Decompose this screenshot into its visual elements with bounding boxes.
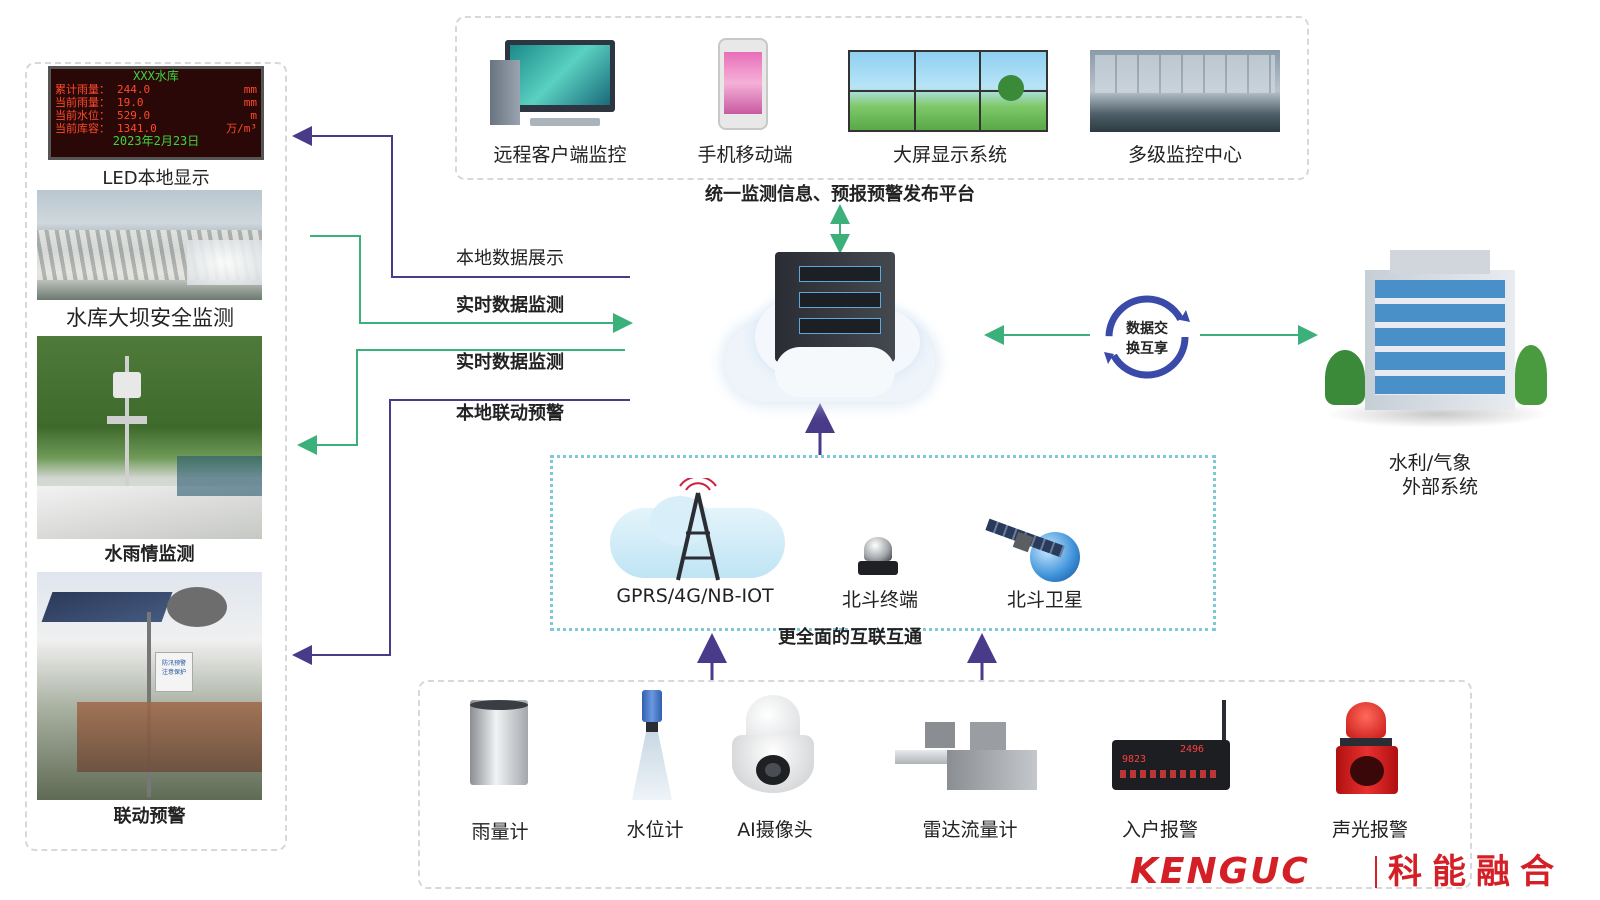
led-row-value: 19.0 <box>117 96 144 109</box>
cell-tower-image <box>610 478 790 588</box>
arrow-linkage-warning <box>292 399 630 665</box>
desktop-monitor-image <box>490 40 630 130</box>
arrow-rain-monitor <box>297 349 625 455</box>
flow-label-local-display: 本地数据展示 <box>456 248 564 269</box>
tower-icon <box>676 478 720 581</box>
top-item-bigscreen-label: 大屏显示系统 <box>892 144 1007 166</box>
device-sound-light-alarm-label: 声光报警 <box>1331 819 1408 841</box>
household-alarm-image: 9823 2496 <box>1112 700 1237 790</box>
flow-label-linkage: 本地联动预警 <box>456 403 564 424</box>
radar-flow-meter-image <box>895 722 1040 792</box>
data-exchange-icon: 数据交 换互享 <box>1100 290 1194 384</box>
server-icon <box>775 252 895 362</box>
brand-divider <box>1375 856 1377 888</box>
device-radar-flow-label: 雷达流量计 <box>922 819 1018 841</box>
led-row-unit: 万/m³ <box>226 122 257 135</box>
led-row-label: 当前水位： <box>55 109 110 122</box>
exchange-cycle-icon <box>1104 295 1190 379</box>
exchange-text-2: 换互享 <box>1126 341 1168 357</box>
devices-panel <box>418 680 1472 889</box>
rain-gauge-image <box>470 700 528 785</box>
led-row: 当前库容： 1341.0 万/m³ <box>51 122 261 135</box>
led-date: 2023年2月23日 <box>112 134 200 148</box>
network-panel <box>550 455 1216 631</box>
warning-sign-line-1: 防汛预警 <box>161 660 186 667</box>
flow-label-realtime-1: 实时数据监测 <box>456 295 564 316</box>
device-rain-gauge-label: 雨量计 <box>471 821 529 843</box>
network-item-gprs-label: GPRS/4G/NB-IOT <box>616 585 774 607</box>
building-image <box>1325 250 1550 430</box>
warning-sign: 防汛预警 注意保护 <box>155 652 193 692</box>
network-item-beidou-terminal-label: 北斗终端 <box>841 589 918 611</box>
left-item-led-label: LED本地显示 <box>102 168 210 189</box>
control-center-image <box>1090 50 1280 132</box>
led-row: 累计雨量： 244.0 mm <box>51 83 261 96</box>
arrow-local-display <box>292 126 630 278</box>
alarm-left-value: 9823 <box>1122 754 1147 765</box>
device-ai-camera-label: AI摄像头 <box>737 819 813 841</box>
flow-label-realtime-2: 实时数据监测 <box>456 352 564 373</box>
exchange-text-1: 数据交 <box>1126 321 1168 337</box>
external-system-line-1: 水利/气象 <box>1388 452 1472 474</box>
led-row: 当前雨量： 19.0 mm <box>51 96 261 109</box>
top-item-center-label: 多级监控中心 <box>1127 144 1242 166</box>
led-display: XXX水库 累计雨量： 244.0 mm 当前雨量： 19.0 mm 当前水位： 529.0 m… <box>48 66 264 160</box>
led-title: XXX水库 <box>133 69 179 83</box>
network-item-satellite-label: 北斗卫星 <box>1006 589 1083 611</box>
led-row-unit: mm <box>243 96 257 109</box>
video-wall-image <box>848 50 1048 132</box>
network-caption: 更全面的互联互通 <box>778 627 922 648</box>
led-row-unit: mm <box>243 83 257 96</box>
device-household-alarm-label: 入户报警 <box>1121 819 1198 841</box>
led-row-label: 累计雨量： <box>55 83 110 96</box>
top-item-remote-label: 远程客户端监控 <box>493 144 627 166</box>
led-row-value: 244.0 <box>117 83 151 96</box>
rain-station-photo <box>37 336 262 539</box>
led-row: 当前水位： 529.0 m <box>51 109 261 122</box>
arrow-dam-monitor <box>310 235 633 333</box>
left-panel <box>25 62 287 851</box>
led-rows: 累计雨量： 244.0 mm 当前雨量： 19.0 mm 当前水位： 529.0 m 当前库容： 1… <box>51 83 261 135</box>
water-level-meter-image <box>632 690 672 800</box>
satellite-image <box>985 518 1095 582</box>
led-row-value: 529.0 <box>117 109 151 122</box>
led-row-unit: m <box>250 109 257 122</box>
warning-station-photo: 防汛预警 注意保护 <box>37 572 262 800</box>
led-row-label: 当前库容： <box>55 122 110 135</box>
platform-caption: 统一监测信息、预报预警发布平台 <box>705 184 975 205</box>
brand-latin: KENGUC <box>1130 851 1310 892</box>
left-item-dam-label: 水库大坝安全监测 <box>66 306 234 330</box>
brand-chinese: 科能融合 <box>1388 852 1564 892</box>
ai-camera-image <box>732 695 814 795</box>
dam-photo <box>37 190 262 300</box>
led-row-value: 1341.0 <box>117 122 157 135</box>
beidou-terminal-image <box>858 537 898 579</box>
brand-logo: KENGUC 科能融合 <box>1130 850 1585 894</box>
sound-light-alarm-image <box>1330 702 1405 797</box>
led-row-label: 当前雨量： <box>55 96 110 109</box>
top-panel <box>455 16 1309 180</box>
top-item-mobile-label: 手机移动端 <box>697 144 793 166</box>
mobile-phone-image <box>718 38 768 130</box>
device-water-level-label: 水位计 <box>626 819 684 841</box>
left-item-warning-label: 联动预警 <box>113 806 186 827</box>
server-cloud-image <box>715 252 945 412</box>
left-item-rain-label: 水雨情监测 <box>104 544 195 565</box>
external-system-line-2: 外部系统 <box>1401 476 1478 498</box>
warning-sign-line-2: 注意保护 <box>161 669 186 676</box>
alarm-right-value: 2496 <box>1180 744 1205 755</box>
